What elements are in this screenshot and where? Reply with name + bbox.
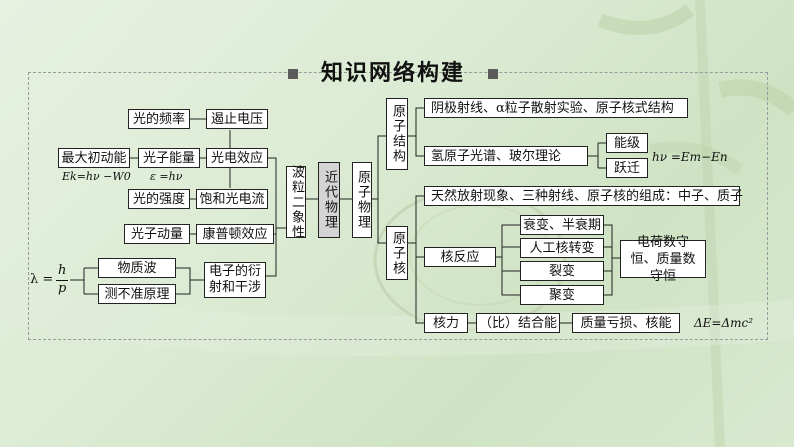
node-light-frequency: 光的频率 (128, 109, 190, 129)
title-bar: 知识网络构建 (288, 58, 498, 90)
node-atomic-structure: 原子结构 (386, 98, 408, 170)
equation-lambda-denominator: p (58, 281, 67, 296)
node-transition: 跃迁 (606, 158, 648, 178)
node-fusion: 聚变 (520, 285, 604, 305)
node-electron-diffraction: 电子的衍射和干涉 (204, 262, 266, 298)
node-uncertainty-principle: 测不准原理 (98, 284, 176, 304)
title-left-square (288, 69, 298, 79)
equation-lambda-lhs: λ = (30, 272, 54, 287)
node-mass-defect: 质量亏损、核能 (572, 313, 680, 333)
node-saturation-current: 饱和光电流 (196, 189, 268, 209)
node-wave-particle-duality: 波粒二象性 (286, 165, 306, 240)
node-hydrogen-spectrum: 氢原子光谱、玻尔理论 (424, 146, 588, 166)
node-compton-effect: 康普顿效应 (196, 224, 274, 244)
node-decay-half-life: 衰变、半衰期 (520, 215, 604, 235)
node-cathode-rays: 阴极射线、α粒子散射实验、原子核式结构 (424, 98, 688, 118)
node-atomic-nucleus: 原子核 (386, 226, 408, 280)
fraction-bar (56, 280, 68, 281)
node-matter-wave: 物质波 (98, 258, 176, 278)
node-nuclear-reaction: 核反应 (424, 247, 496, 267)
node-artificial-transmutation: 人工核转变 (520, 238, 604, 258)
page-title: 知识网络构建 (320, 61, 465, 86)
node-photoelectric-effect: 光电效应 (206, 148, 268, 168)
equation-emc2: ΔE=Δmc² (694, 316, 754, 330)
node-modern-physics: 近代物理 (318, 162, 340, 238)
node-photon-momentum: 光子动量 (124, 224, 190, 244)
equation-hv-em-en: hν =Em−En (652, 150, 728, 164)
node-natural-radioactivity: 天然放射现象、三种射线、原子核的组成：中子、质子 (424, 186, 743, 206)
equation-lambda-numerator: h (58, 263, 67, 278)
node-max-kinetic-energy: 最大初动能 (58, 148, 130, 168)
node-binding-energy: （比）结合能 (476, 313, 560, 333)
node-conservation: 电荷数守恒、质量数守恒 (620, 235, 706, 284)
equation-ek: Ek=hν −W0 (62, 170, 131, 183)
node-energy-level: 能级 (606, 133, 648, 153)
node-nuclear-force: 核力 (424, 313, 468, 333)
equation-epsilon: ε =hν (150, 170, 183, 183)
node-fission: 裂变 (520, 261, 604, 281)
node-stopping-voltage: 遏止电压 (206, 109, 268, 129)
node-atomic-physics: 原子物理 (352, 162, 372, 238)
title-right-square (488, 69, 498, 79)
node-light-intensity: 光的强度 (128, 189, 190, 209)
node-photon-energy: 光子能量 (138, 148, 200, 168)
content-frame (28, 72, 768, 340)
